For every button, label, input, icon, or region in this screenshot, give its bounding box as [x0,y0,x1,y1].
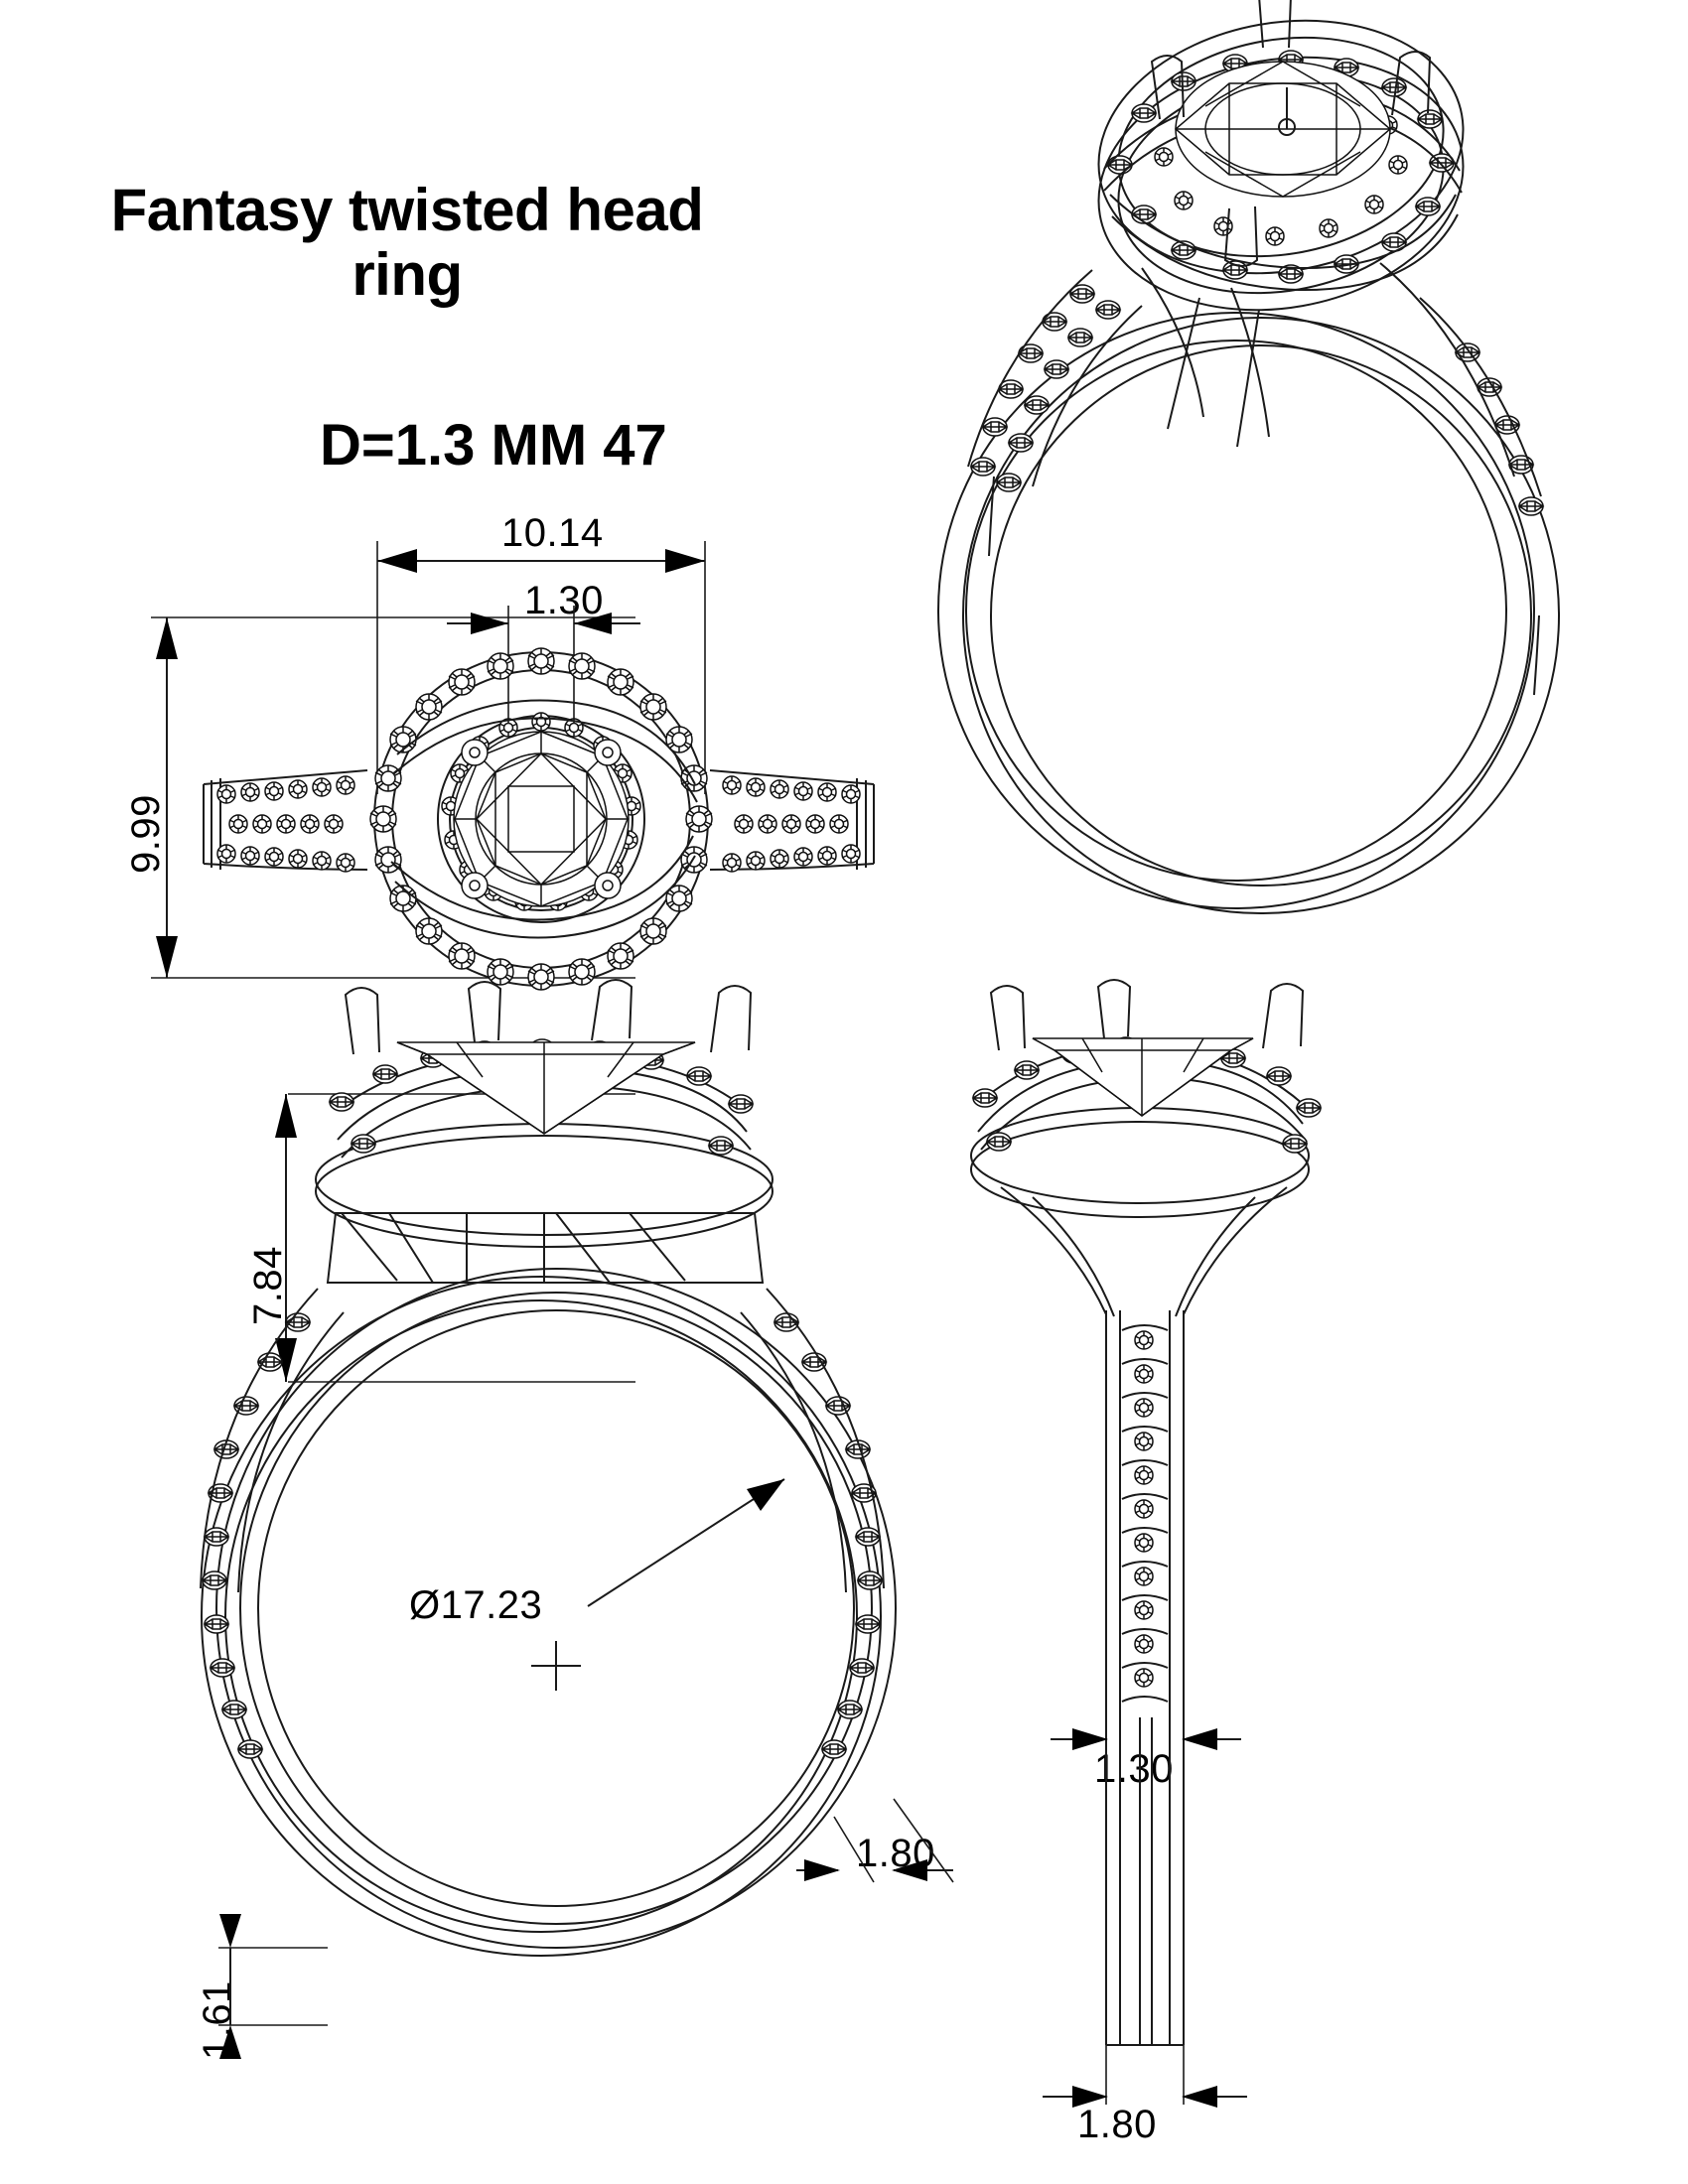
dim-label-side-band-width: 1.30 [1094,1747,1174,1791]
page-title-line1: Fantasy twisted head [110,177,704,243]
perspective-view-geometry [937,0,1560,914]
dim-label-inner-diameter: Ø17.23 [409,1583,543,1627]
page-title: Fantasy twisted head ring [109,177,705,308]
front-view-geometry [200,979,954,2059]
dim-label-band-bottom: 1.61 [196,1980,239,2060]
dim-label-overall-height: 9.99 [124,794,168,874]
dim-label-center-stone: 4.73 [504,761,584,805]
dim-label-band-thickness: 1.80 [856,1832,935,1875]
dim-label-band-width: 1.30 [524,579,604,622]
page-title-line2: ring [352,240,463,308]
side-view-geometry [970,979,1322,2108]
dim-label-overall-width: 10.14 [501,511,604,555]
dim-label-side-band-bottom: 1.80 [1077,2103,1157,2146]
dim-label-head-height: 7.84 [246,1246,290,1325]
page-subtitle: D=1.3 MM 47 [320,413,667,478]
